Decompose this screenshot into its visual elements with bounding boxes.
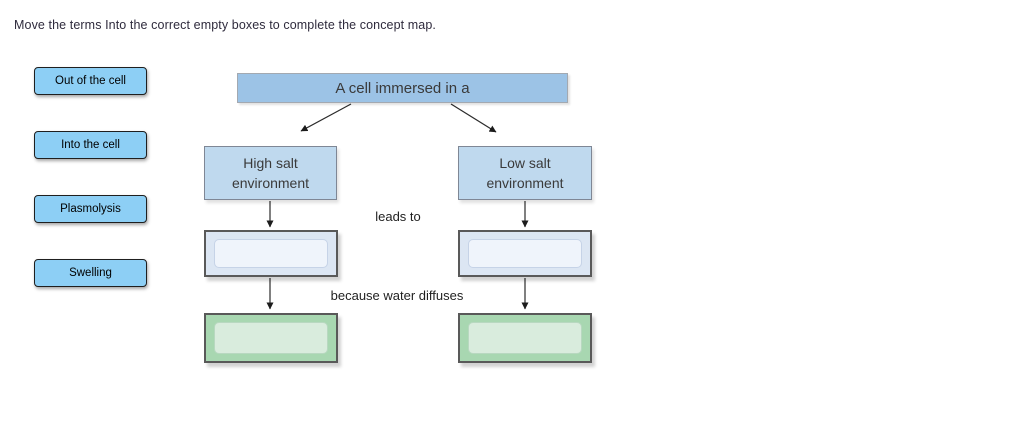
drop-zone-diffusion-high-salt[interactable] xyxy=(204,313,338,363)
drop-zone-diffusion-low-salt[interactable] xyxy=(458,313,592,363)
drop-zone-inner xyxy=(468,239,582,268)
condition-box-high-salt: High salt environment xyxy=(204,146,337,200)
term-chip-plasmolysis[interactable]: Plasmolysis xyxy=(34,195,147,223)
condition-box-low-salt: Low salt environment xyxy=(458,146,592,200)
because-water-diffuses-label: because water diffuses xyxy=(330,288,464,303)
leads-to-label: leads to xyxy=(375,209,421,224)
drop-zone-leads-high-salt[interactable] xyxy=(204,230,338,277)
term-chip-swelling[interactable]: Swelling xyxy=(34,259,147,287)
drop-zone-inner xyxy=(214,322,328,354)
drop-zone-leads-low-salt[interactable] xyxy=(458,230,592,277)
drop-zone-inner xyxy=(214,239,328,268)
root-box: A cell immersed in a xyxy=(237,73,568,103)
drop-zone-inner xyxy=(468,322,582,354)
term-chip-out-of-the-cell[interactable]: Out of the cell xyxy=(34,67,147,95)
term-chip-into-the-cell[interactable]: Into the cell xyxy=(34,131,147,159)
instruction-text: Move the terms Into the correct empty bo… xyxy=(14,18,436,32)
